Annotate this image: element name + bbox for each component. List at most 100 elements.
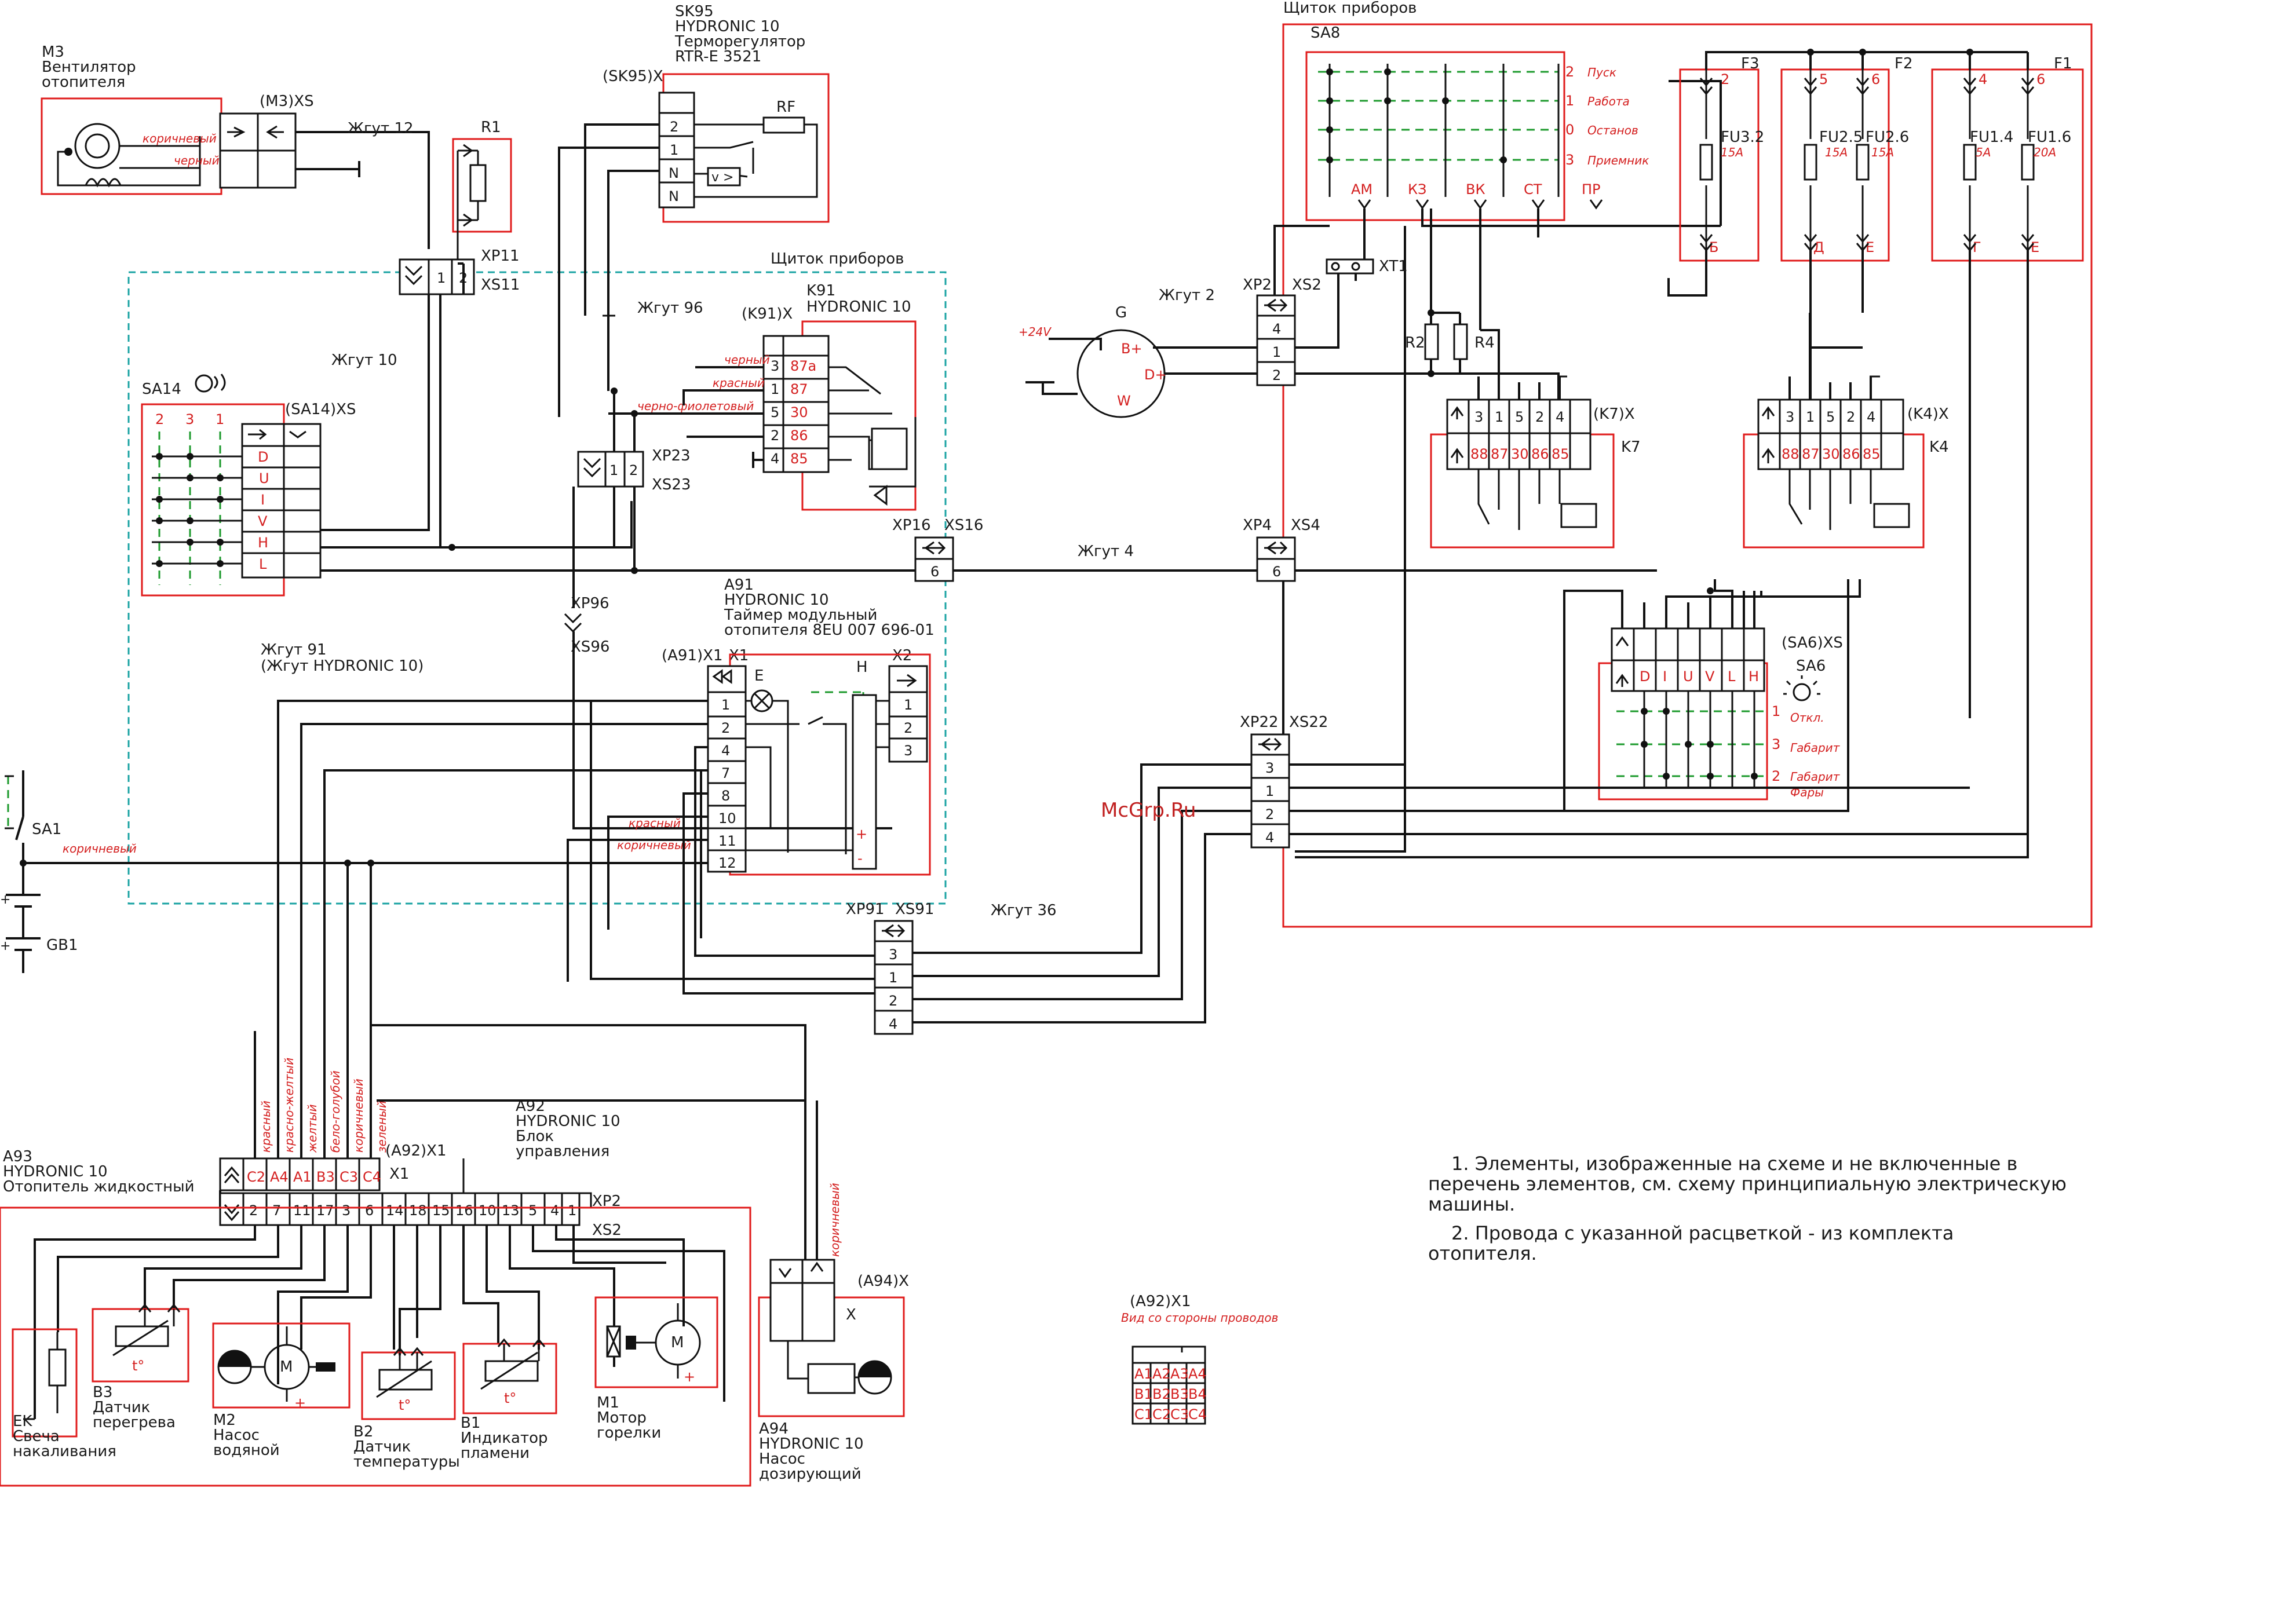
svg-text:t°: t° <box>399 1397 411 1413</box>
svg-text:A4: A4 <box>1188 1366 1207 1382</box>
svg-text:2: 2 <box>1721 71 1729 87</box>
a92-control-unit: A92 HYDRONIC 10 Блок управления (A92)X1 … <box>219 700 806 1274</box>
svg-text:K4: K4 <box>1929 438 1949 456</box>
xs96-label: XS96 <box>571 638 609 656</box>
xp91-connector: XP91 XS91 3 1 2 4 <box>846 763 1251 1035</box>
svg-text:(A92)X1: (A92)X1 <box>1130 1293 1191 1310</box>
svg-text:XS23: XS23 <box>652 476 691 493</box>
svg-text:XP23: XP23 <box>652 447 691 465</box>
svg-text:17: 17 <box>316 1202 334 1219</box>
svg-text:(K7)X: (K7)X <box>1593 405 1635 423</box>
svg-text:N: N <box>669 165 679 181</box>
svg-text:C4: C4 <box>1188 1406 1207 1423</box>
k91-relay: (K91)X K91 HYDRONIC 10 3 1 5 2 4 87a 87 … <box>608 282 917 511</box>
xp11-connector: 1 2 XP11 XS11 <box>399 247 520 547</box>
svg-text:Габарит: Габарит <box>1790 741 1841 755</box>
svg-text:15: 15 <box>432 1202 450 1219</box>
svg-text:зеленый: зеленый <box>375 1101 389 1153</box>
svg-text:HYDRONIC 10: HYDRONIC 10 <box>675 18 780 35</box>
svg-text:1. Элементы, изображенные на с: 1. Элементы, изображенные на схеме и не … <box>1451 1153 2017 1175</box>
b1-flame-indicator: t° B1 Индикатор пламени <box>461 1338 557 1462</box>
svg-text:Откл.: Откл. <box>1790 711 1824 725</box>
fuse-fu3-2: FU3.2 15A 2 Б <box>1699 70 1764 255</box>
xp2-connector: XP2 XS2 4 1 2 <box>1243 276 1535 386</box>
svg-text:XS91: XS91 <box>895 901 934 918</box>
svg-text:2: 2 <box>670 119 678 135</box>
svg-text:бело-голубой: бело-голубой <box>328 1070 342 1153</box>
svg-text:XT1: XT1 <box>1379 258 1408 275</box>
svg-text:Работа: Работа <box>1587 94 1630 108</box>
svg-text:1: 1 <box>216 411 224 427</box>
svg-text:A93: A93 <box>3 1148 32 1165</box>
svg-text:A1: A1 <box>1134 1366 1153 1382</box>
svg-text:L: L <box>259 556 267 572</box>
svg-text:R2: R2 <box>1405 334 1425 352</box>
svg-text:13: 13 <box>502 1202 520 1219</box>
svg-text:черный: черный <box>174 153 220 167</box>
svg-text:8: 8 <box>721 788 730 804</box>
fuse-fu2-5: FU2.5 15A 5 Д <box>1804 70 1863 255</box>
svg-text:2: 2 <box>629 462 638 478</box>
svg-text:2: 2 <box>889 993 897 1009</box>
xp22-connector: XP22 XS22 3 1 2 4 <box>1240 579 2028 849</box>
svg-text:X: X <box>846 1306 856 1324</box>
svg-text:(A92)X1: (A92)X1 <box>385 1142 447 1160</box>
svg-text:накаливания: накаливания <box>13 1443 116 1460</box>
svg-text:Насос: Насос <box>759 1450 805 1468</box>
svg-text:4: 4 <box>1265 829 1274 846</box>
svg-text:FU2.5: FU2.5 <box>1819 129 1863 146</box>
fuse-fu1-4: FU1.4 5A 4 Г <box>1963 70 2013 255</box>
harness-2: Жгут 2 <box>1159 287 1215 304</box>
svg-text:2: 2 <box>1535 409 1544 425</box>
svg-text:отопителя 8EU 007 696-01: отопителя 8EU 007 696-01 <box>724 621 935 639</box>
xp23-connector: 1 2 XP23 XS23 <box>448 387 691 574</box>
svg-text:2: 2 <box>155 411 164 427</box>
lamp-icon <box>750 689 773 712</box>
svg-text:12: 12 <box>718 855 736 871</box>
svg-text:1: 1 <box>889 970 897 986</box>
svg-text:t°: t° <box>504 1390 516 1406</box>
svg-text:XS22: XS22 <box>1289 714 1328 731</box>
svg-text:FU1.6: FU1.6 <box>2028 129 2071 146</box>
svg-text:M: M <box>280 1358 293 1376</box>
svg-text:M2: M2 <box>213 1412 236 1429</box>
svg-text:отопителя: отопителя <box>42 74 125 91</box>
svg-text:4: 4 <box>721 743 730 759</box>
k7-relay: (K7)X K7 3 1 5 2 4 88 87 30 86 85 <box>1430 329 1641 549</box>
svg-text:C2: C2 <box>247 1169 265 1185</box>
svg-text:10: 10 <box>479 1202 497 1219</box>
svg-text:СТ: СТ <box>1524 181 1542 198</box>
svg-text:X1: X1 <box>729 647 749 664</box>
svg-text:Насос: Насос <box>213 1427 260 1444</box>
svg-text:Габарит: Габарит <box>1790 770 1841 784</box>
panel-frame-right <box>1282 23 2093 928</box>
svg-text:XP11: XP11 <box>481 247 520 265</box>
svg-text:A91: A91 <box>724 576 754 594</box>
svg-text:(K4)X: (K4)X <box>1907 405 1949 423</box>
m2-water-pump: M + M2 Насос водяной <box>212 1322 351 1459</box>
svg-text:7: 7 <box>272 1202 281 1219</box>
svg-text:Индикатор: Индикатор <box>461 1429 548 1447</box>
svg-text:(A94)X: (A94)X <box>857 1273 909 1290</box>
svg-text:C4: C4 <box>363 1169 381 1185</box>
svg-text:86: 86 <box>1531 446 1549 462</box>
svg-text:HYDRONIC 10: HYDRONIC 10 <box>806 298 911 316</box>
svg-text:3: 3 <box>1772 736 1780 752</box>
svg-text:K7: K7 <box>1621 438 1641 456</box>
svg-text:2: 2 <box>1265 806 1274 822</box>
svg-text:X2: X2 <box>892 647 912 664</box>
panel-frame-left <box>127 271 947 905</box>
svg-text:HYDRONIC 10: HYDRONIC 10 <box>516 1113 620 1130</box>
svg-text:U: U <box>259 470 269 487</box>
watermark: McGrp.Ru <box>1101 799 1196 822</box>
svg-text:v >: v > <box>711 170 733 185</box>
svg-text:K91: K91 <box>806 282 835 299</box>
svg-text:Г: Г <box>1973 239 1981 255</box>
svg-text:1: 1 <box>1565 93 1574 109</box>
svg-text:1: 1 <box>904 697 912 713</box>
svg-text:Датчик: Датчик <box>93 1399 150 1416</box>
svg-text:87: 87 <box>1802 446 1820 462</box>
svg-text:Приемник: Приемник <box>1587 153 1649 167</box>
sa14-switch: SA14 (SA14)XS 2 3 1 D U I V H L <box>141 294 927 597</box>
svg-text:1: 1 <box>437 270 446 286</box>
